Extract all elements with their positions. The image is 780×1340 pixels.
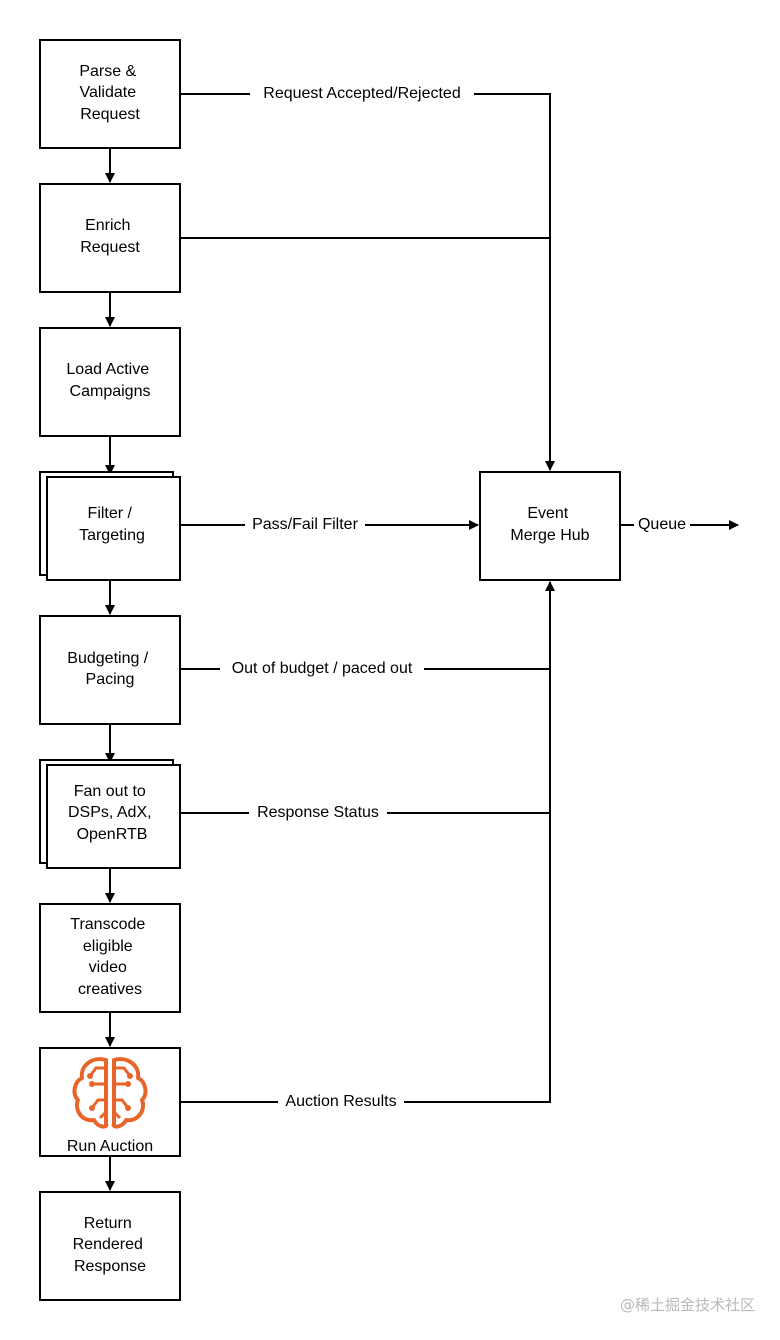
box-parse-line-3: Request [80, 106, 140, 123]
box-budget-line-2: Pacing [86, 671, 135, 688]
edge-label-passfail: Pass/Fail Filter [252, 516, 358, 533]
box-auction-label: Run Auction [67, 1138, 153, 1155]
box-transcode-line-2: eligible [83, 938, 133, 955]
box-transcode-label: Transcode eligible video creatives [70, 916, 149, 998]
box-parse-line-1: Parse & [79, 63, 136, 80]
label-bg-accepted [250, 82, 474, 104]
box-budget-label: Budgeting / Pacing [67, 650, 152, 688]
hub-connectors [180, 93, 739, 1103]
box-filter-line-2: Targeting [79, 527, 145, 544]
box-load: Load Active Campaigns [39, 327, 181, 437]
box-auction: Run Auction [39, 1047, 181, 1157]
box-transcode-rect [39, 903, 181, 1013]
box-filter: Filter / Targeting [39, 471, 181, 581]
box-return-line-2: Rendered [73, 1236, 143, 1253]
box-parse-rect [39, 39, 181, 149]
box-transcode-line-1: Transcode [70, 916, 145, 933]
box-load-line-2: Campaigns [70, 383, 151, 400]
box-parse: Parse & Validate Request [39, 39, 181, 149]
box-load-rect [39, 327, 181, 437]
box-transcode: Transcode eligible video creatives [39, 903, 181, 1013]
box-return-line-1: Return [84, 1215, 132, 1232]
box-hub-line-2: Merge Hub [510, 527, 589, 544]
box-load-label: Load Active Campaigns [66, 361, 153, 400]
box-transcode-line-3: video [89, 959, 127, 976]
box-filter-rect [46, 476, 181, 581]
box-enrich-line-1: Enrich [85, 217, 130, 234]
label-bg-queue [634, 513, 690, 535]
brain-circuit-icon [72, 1057, 148, 1129]
label-bg-budget [220, 657, 424, 679]
box-filter-label: Filter / Targeting [79, 505, 145, 544]
box-return-label: Return Rendered Response [73, 1215, 148, 1275]
edge-accepted [180, 93, 555, 471]
label-bg-response [249, 801, 387, 823]
box-hub-line-1: Event [527, 505, 568, 522]
box-auction-rect [39, 1047, 181, 1157]
box-fanout-line-3: OpenRTB [77, 826, 148, 843]
box-return-line-3: Response [74, 1258, 146, 1275]
watermark: @稀土掘金技术社区 [620, 1296, 755, 1314]
box-filter-line-1: Filter / [88, 505, 133, 522]
box-enrich-label: Enrich Request [80, 217, 140, 256]
box-budget-rect [39, 615, 181, 725]
box-hub-rect [479, 471, 621, 581]
edge-label-response: Response Status [257, 804, 379, 821]
box-return-rect [39, 1191, 181, 1301]
box-enrich-rect [39, 183, 181, 293]
box-fanout-label: Fan out to DSPs, AdX, OpenRTB [68, 783, 156, 843]
edge-label-accepted: Request Accepted/Rejected [263, 85, 460, 102]
box-fanout-rect [46, 764, 181, 869]
box-parse-line-2: Validate [79, 84, 136, 101]
box-transcode-line-4: creatives [78, 981, 142, 998]
box-fanout-line-2: DSPs, AdX, [68, 804, 152, 821]
edge-label-auction: Auction Results [285, 1093, 396, 1110]
box-parse-label: Parse & Validate Request [79, 63, 140, 123]
box-hub: Event Merge Hub [479, 471, 621, 581]
box-enrich: Enrich Request [39, 183, 181, 293]
label-bg-passfail [245, 513, 365, 535]
box-hub-label: Event Merge Hub [510, 505, 589, 544]
box-enrich-line-2: Request [80, 239, 140, 256]
edge-labels: Request Accepted/Rejected Pass/Fail Filt… [220, 82, 690, 1112]
label-bg-auction [278, 1090, 404, 1112]
box-return: Return Rendered Response [39, 1191, 181, 1301]
edge-label-queue: Queue [638, 516, 686, 533]
edge-label-budget: Out of budget / paced out [232, 660, 413, 677]
box-budget-line-1: Budgeting / [67, 650, 149, 667]
box-fanout-line-1: Fan out to [74, 783, 146, 800]
box-fanout: Fan out to DSPs, AdX, OpenRTB [39, 759, 181, 869]
box-budget: Budgeting / Pacing [39, 615, 181, 725]
box-load-line-1: Load Active [66, 361, 149, 378]
